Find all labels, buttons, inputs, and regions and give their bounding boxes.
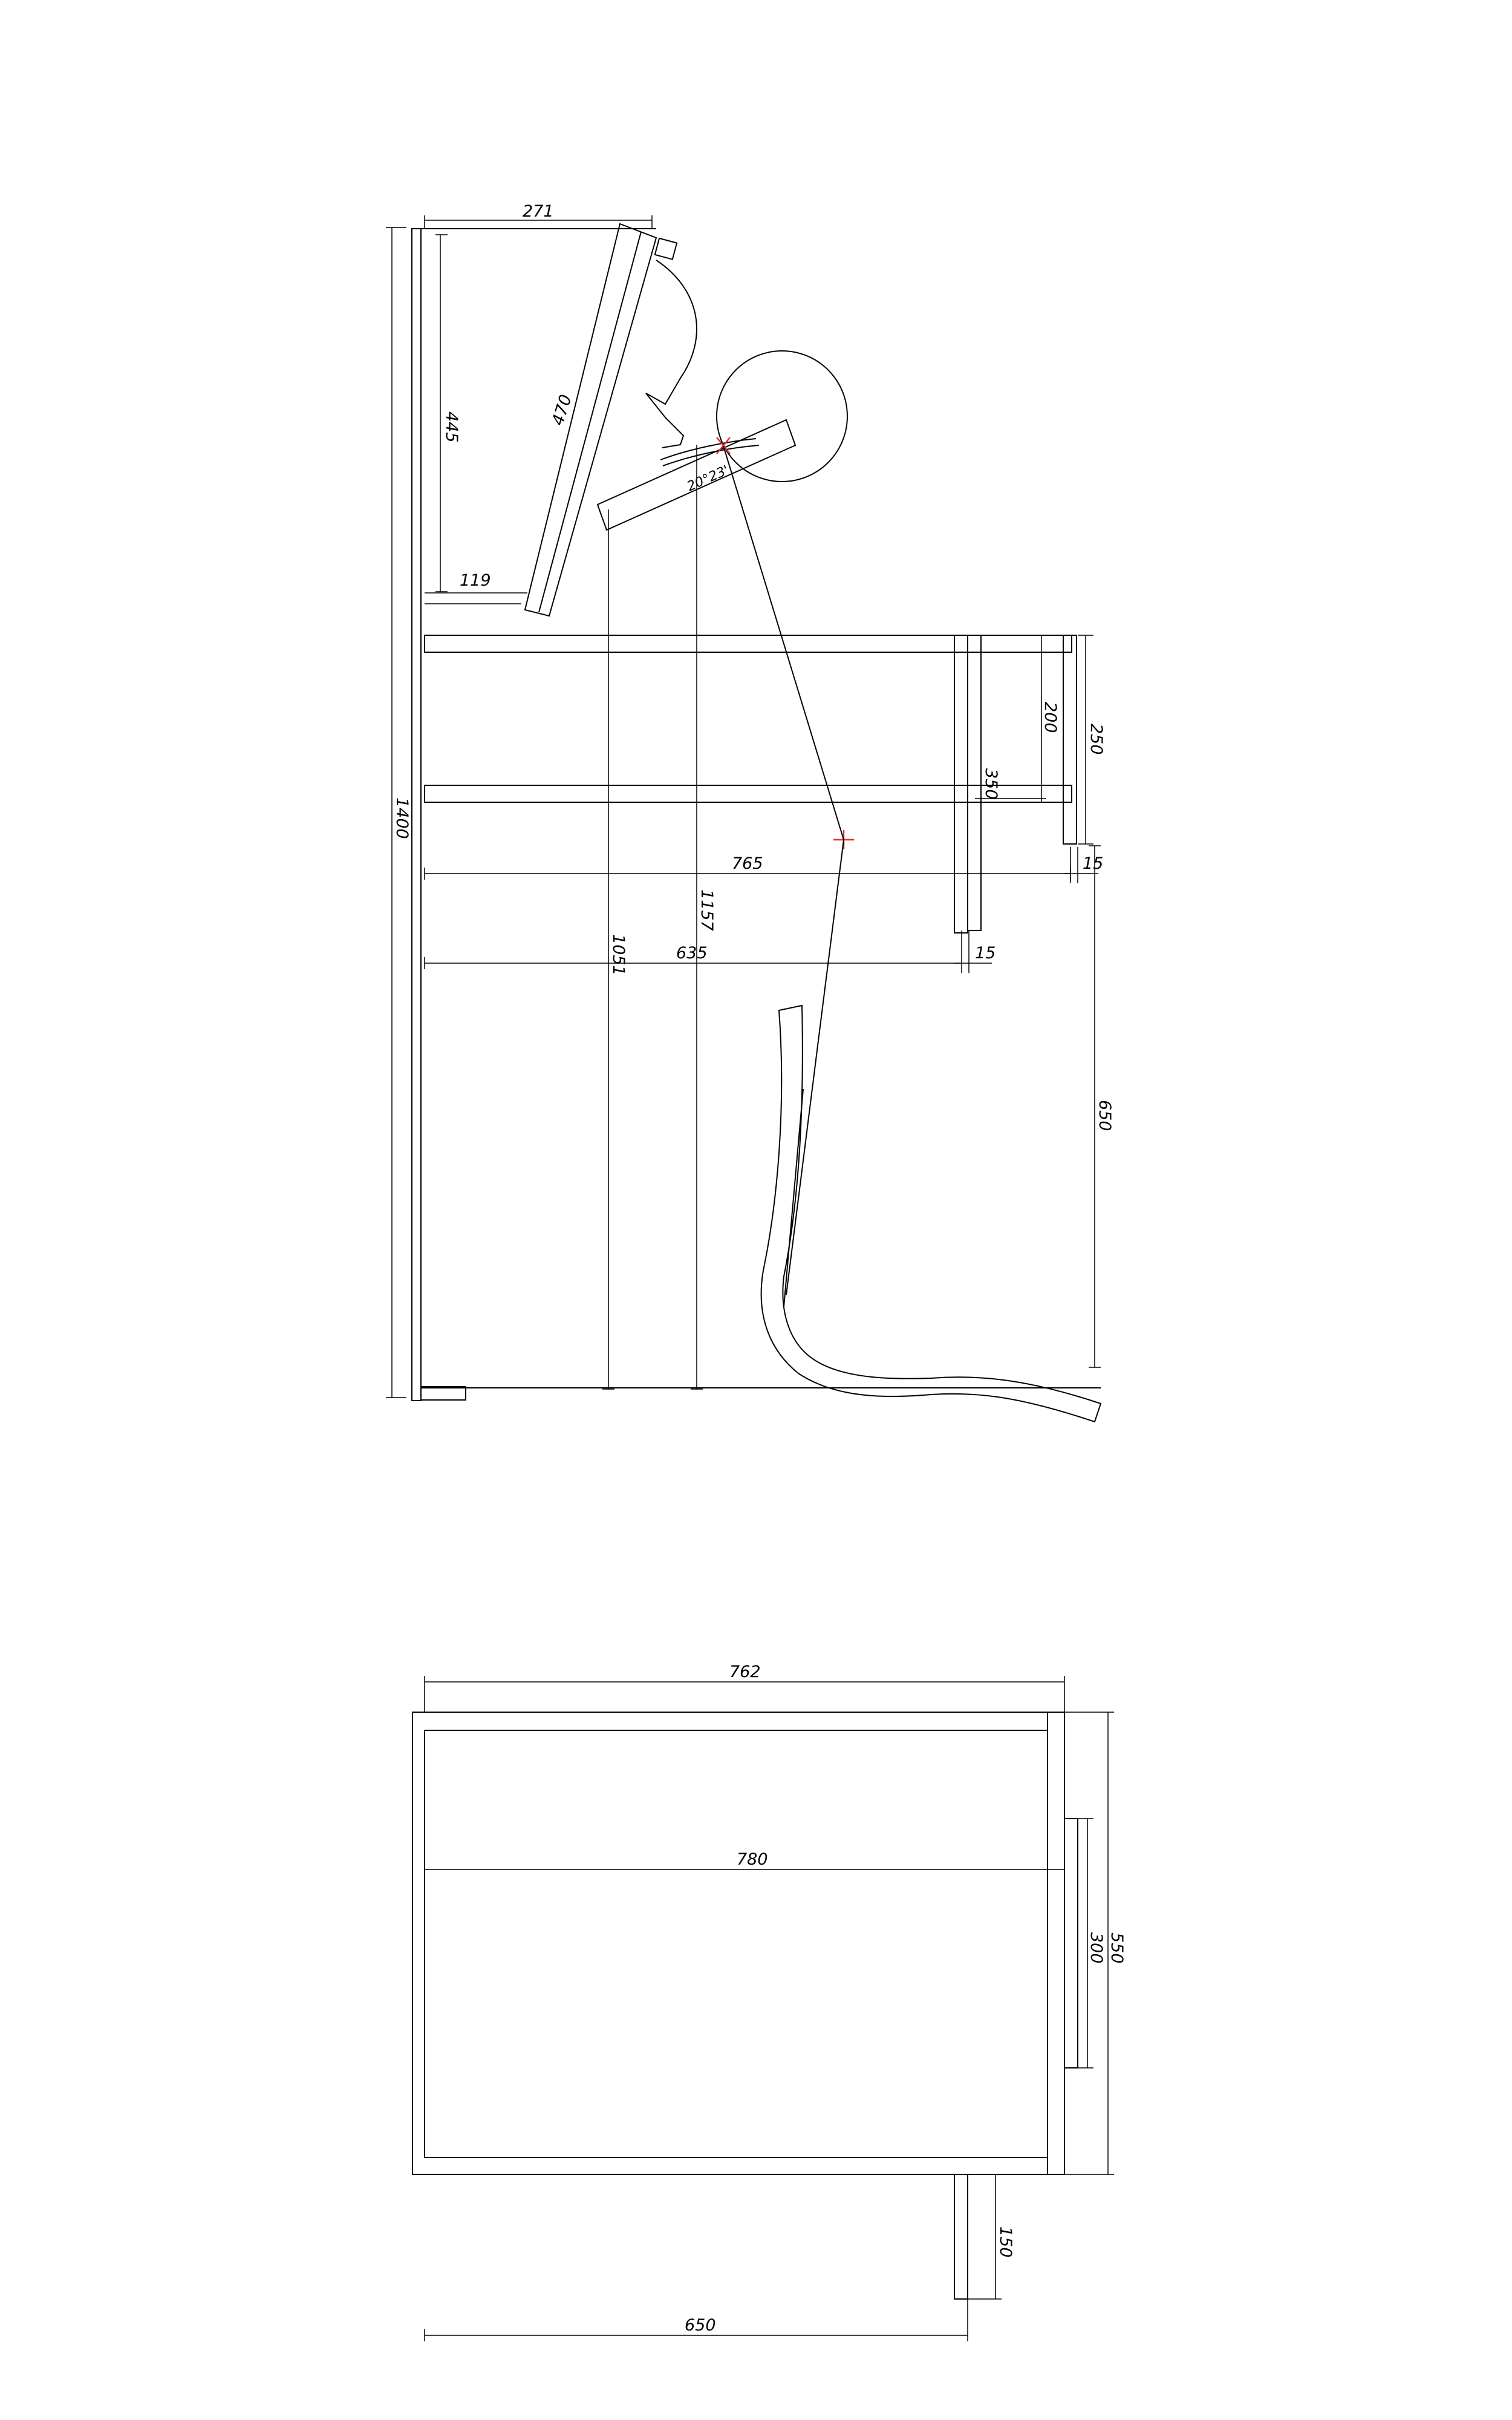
- sight-line-lower: [786, 839, 844, 1295]
- monitor: [524, 223, 697, 617]
- chair-leg: [783, 1088, 804, 1307]
- desk-inner: [424, 1730, 1048, 2158]
- user-head: [716, 350, 848, 482]
- dim-inner-width: 762: [729, 1663, 761, 1681]
- side-view: 271 445 470 119 20°23' 1400 200 250 350: [386, 202, 1114, 1423]
- dim-outer-width: 780: [737, 1850, 768, 1869]
- dim-leg-thickness: 15: [975, 944, 996, 963]
- dim-screen-offset: 119: [460, 571, 491, 590]
- dim-top-width: 271: [523, 202, 554, 221]
- keyboard-tray: [596, 419, 797, 531]
- dim-desk-thickness: 15: [1083, 854, 1103, 873]
- dim-keyboard-angle: 20°23': [685, 463, 731, 495]
- top-view: 762 780 550 300 150 650: [412, 1663, 1126, 2341]
- dim-screen-height: 445: [442, 411, 461, 443]
- dim-leg-depth: 635: [676, 944, 708, 963]
- dim-desk-height: 650: [1095, 1100, 1114, 1131]
- dim-total-height: 1400: [393, 797, 411, 839]
- dim-leg-span: 650: [685, 2316, 716, 2335]
- sight-line: [723, 445, 844, 840]
- red-markers: [716, 437, 854, 849]
- desk-outline: [412, 1712, 1065, 2175]
- dim-keyboard-height: 1051: [609, 934, 628, 976]
- chair: [760, 1004, 1102, 1423]
- front-leg: [954, 2174, 968, 2300]
- back-panel: [411, 228, 422, 1401]
- desk: [424, 635, 1077, 934]
- dim-leg: 150: [996, 2226, 1015, 2258]
- dim-drawer-outer: 250: [1087, 724, 1106, 755]
- keyboard-curve: [660, 438, 757, 460]
- foot-plate: [420, 1386, 466, 1401]
- dim-drawer-inner: 200: [1041, 702, 1060, 733]
- dim-depth: 550: [1107, 1932, 1126, 1964]
- dim-eye-height: 1157: [697, 889, 716, 931]
- dim-desk-depth: 765: [732, 854, 763, 873]
- dim-panel: 300: [1087, 1932, 1106, 1964]
- side-panel: [1064, 1818, 1078, 2068]
- dim-drawer-depth: 350: [982, 768, 1000, 800]
